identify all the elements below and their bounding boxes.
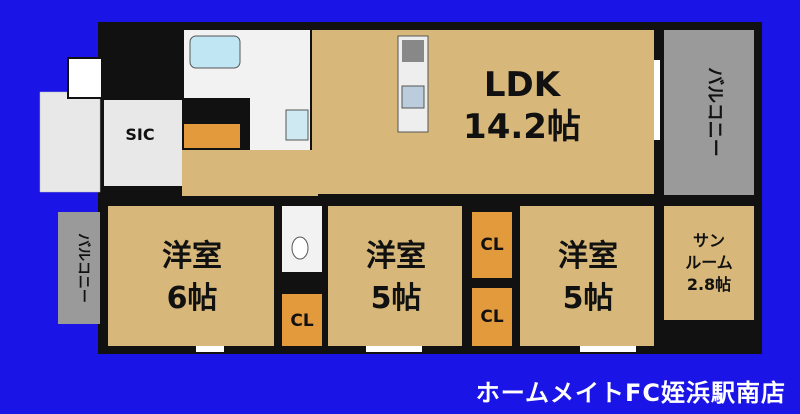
entry-door-box [67,57,103,99]
sic-area [104,100,182,186]
entrance-tiles [39,91,101,193]
room-western-5a-floor [328,206,462,346]
window-bottom-2 [366,346,422,352]
balcony-left-label: バルコニー [75,233,91,303]
stove [402,40,424,62]
room-western-5a-size: 5帖 [371,281,422,316]
sink [401,85,425,109]
balcony-left [58,212,100,324]
closet-mid [472,288,512,346]
closet-center [472,212,512,278]
window-bottom-1 [196,346,224,352]
toilet-icon [291,236,309,260]
closet-left [282,294,322,346]
room-western-5b-floor [520,206,654,346]
ldk-floor [312,30,654,194]
room-western-6-name: 洋室 [162,239,222,274]
balcony-right [664,30,754,195]
hall-closet [184,124,240,148]
room-western-5b-name: 洋室 [558,239,618,274]
closet-center-label: CL [480,235,503,255]
room-western-5a-name: 洋室 [366,239,426,274]
closet-mid-label: CL [480,307,503,327]
sunroom-size: 2.8帖 [687,275,731,294]
washbasin [285,109,309,141]
sunroom-floor [664,206,754,320]
closet-left-label: CL [290,311,313,331]
sic-label: SIC [125,125,154,144]
sunroom-name-1: サン [693,231,725,250]
hallway [182,150,318,196]
room-western-6-floor [108,206,274,346]
ldk-name: LDK [484,65,562,105]
ldk-size: 14.2帖 [463,107,581,147]
window-ldk-right [654,60,660,140]
balcony-right-label: バルコニー [704,67,725,157]
sunroom-name-2: ルーム [685,253,733,272]
room-western-6-size: 6帖 [167,281,218,316]
company-name: ホームメイトFC姪浜駅南店 [475,379,786,407]
window-bottom-3 [580,346,636,352]
room-western-5b-size: 5帖 [563,281,614,316]
bathtub [189,35,241,69]
